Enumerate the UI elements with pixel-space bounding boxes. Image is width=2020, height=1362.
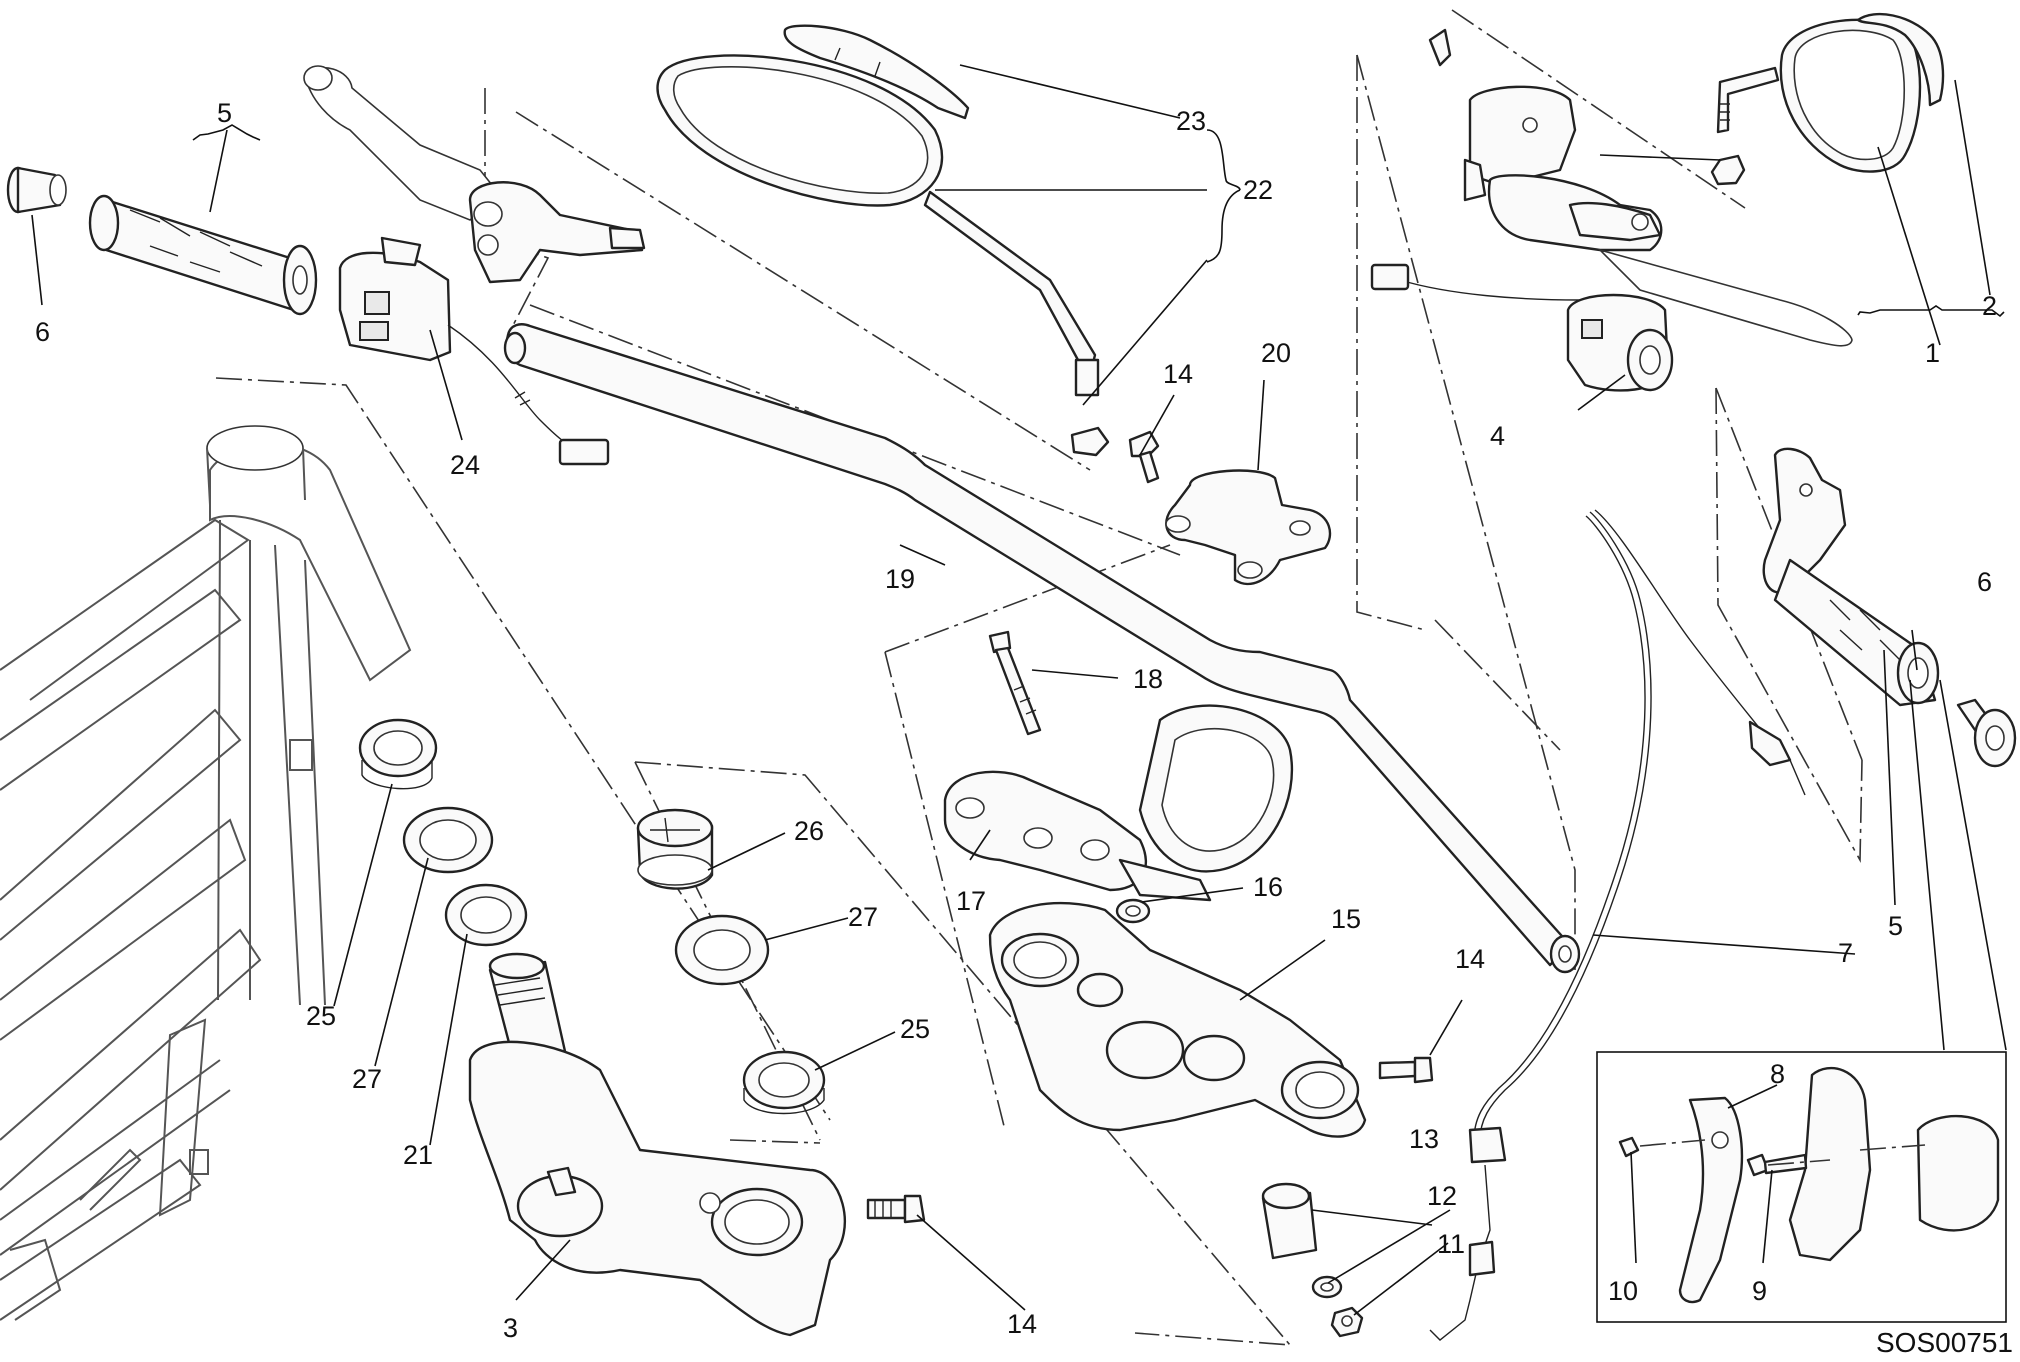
- callout-6-right: 6: [1977, 567, 1992, 597]
- bushing-13: [1261, 1182, 1318, 1260]
- handlebar-riser-lower-17: [943, 770, 1148, 892]
- callout-2: 2: [1982, 291, 1997, 321]
- screw-18: [988, 630, 1042, 736]
- steering-bearing-25-right: [742, 1050, 826, 1115]
- callout-16: 16: [1253, 872, 1283, 902]
- callout-5-right: 5: [1888, 911, 1903, 941]
- leader-lines: [31, 64, 2007, 1316]
- bolt-14-lower: [866, 1194, 926, 1224]
- callout-10: 10: [1608, 1276, 1638, 1306]
- callout-3: 3: [503, 1313, 518, 1343]
- callout-20: 20: [1261, 338, 1291, 368]
- handlebar-grip-left: [88, 194, 318, 316]
- callout-14-yoke: 14: [1455, 944, 1485, 974]
- callout-12: 12: [1427, 1181, 1457, 1211]
- callout-14-lower: 14: [1007, 1309, 1037, 1339]
- callout-25-right: 25: [900, 1014, 930, 1044]
- callout-11: 11: [1437, 1229, 1465, 1259]
- callout-15: 15: [1331, 904, 1361, 934]
- callout-27-left: 27: [352, 1064, 382, 1094]
- frame-structure: [0, 425, 412, 1321]
- washer-12: [1311, 1275, 1343, 1299]
- callout-labels: 5 6 24 23 22 14 20 19 18 17 16 15 14 13 …: [35, 98, 2013, 1358]
- left-switch-unit: [338, 236, 610, 466]
- dust-seal-21: [444, 883, 528, 947]
- callout-22: 22: [1243, 175, 1273, 205]
- callout-25-left: 25: [306, 1001, 336, 1031]
- callout-26: 26: [794, 816, 824, 846]
- callout-6-left: 6: [35, 317, 50, 347]
- clutch-lever-left: [303, 65, 646, 284]
- callout-5-left: 5: [217, 98, 232, 128]
- callout-8: 8: [1770, 1059, 1785, 1089]
- callout-1: 1: [1925, 338, 1940, 368]
- bolt-14-clamp: [1128, 430, 1160, 484]
- detail-inset: [1596, 1051, 2007, 1323]
- drawing-code: SOS00751: [1876, 1327, 2013, 1358]
- steering-stem-lower-yoke: [468, 952, 847, 1337]
- callout-17: 17: [956, 886, 986, 916]
- steering-nut-26: [636, 808, 714, 890]
- callout-24: 24: [450, 450, 480, 480]
- bar-end-weight-left: [6, 166, 67, 214]
- instrument-bracket: [1118, 704, 1294, 902]
- steering-head-bearing-upper: [358, 718, 438, 790]
- bolt-14-upper-yoke: [1378, 1056, 1434, 1084]
- upper-yoke-15: [988, 901, 1367, 1138]
- callout-21: 21: [403, 1140, 433, 1170]
- callout-19: 19: [885, 564, 915, 594]
- callout-7: 7: [1838, 938, 1853, 968]
- washer-16: [1115, 898, 1151, 924]
- mirror-left: [656, 24, 1110, 457]
- handlebar-tube: [503, 323, 1581, 974]
- seal-ring-27-right: [674, 914, 770, 986]
- callout-18: 18: [1133, 664, 1163, 694]
- bar-end-weight-right: [1956, 698, 2017, 768]
- mirror-right: [1710, 12, 1945, 186]
- callout-4: 4: [1490, 421, 1505, 451]
- callout-27-right: 27: [848, 902, 878, 932]
- callout-13: 13: [1409, 1124, 1439, 1154]
- callout-23: 23: [1176, 106, 1206, 136]
- right-switch-unit: [1370, 263, 1674, 392]
- brake-master-cylinder: [1428, 28, 1853, 347]
- handlebar-clamp-top: [1165, 469, 1332, 586]
- callout-9: 9: [1752, 1276, 1767, 1306]
- throttle-grip-right: [1762, 447, 1940, 707]
- callout-14-clamp: 14: [1163, 359, 1193, 389]
- throttle-cable: [1429, 509, 1806, 1341]
- seal-ring-27-left: [402, 806, 494, 874]
